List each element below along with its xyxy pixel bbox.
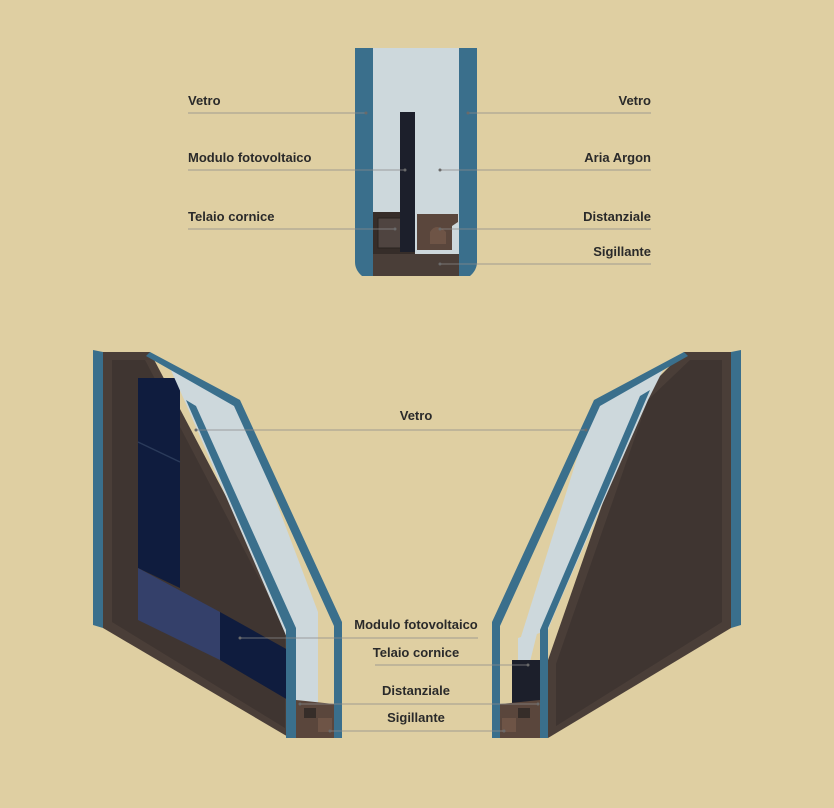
br-pv-module [512, 660, 540, 704]
bl-outer-glass-edge [93, 350, 103, 628]
br-glass-left [492, 352, 688, 738]
br-outer-glass-edge [731, 350, 741, 628]
bl-pv-module [138, 378, 180, 588]
label-distanziale-top: Distanziale [583, 209, 651, 224]
label-telaio-cornice-top: Telaio cornice [188, 209, 275, 224]
top-glass-left [355, 48, 373, 276]
label-telaio-cornice-bottom: Telaio cornice [372, 645, 460, 660]
label-distanziale-bottom: Distanziale [382, 683, 450, 698]
top-pv-module [400, 112, 415, 252]
bottom-leader-dots [194, 428, 588, 733]
bottom-left-window [93, 350, 342, 738]
top-sealant [373, 254, 459, 276]
top-leader-dots [364, 111, 470, 266]
label-sigillante-bottom: Sigillante [387, 710, 445, 725]
bl-glass-right [146, 352, 342, 738]
label-modulo-fotovoltaico-top: Modulo fotovoltaico [188, 150, 312, 165]
label-sigillante-top: Sigillante [593, 244, 651, 259]
bottom-right-window [492, 350, 741, 738]
label-vetro-right: Vetro [618, 93, 651, 108]
bl-air-gap [170, 368, 318, 710]
top-leader-lines [188, 112, 651, 265]
label-vetro-left: Vetro [188, 93, 221, 108]
bottom-leader-lines [196, 429, 586, 732]
label-modulo-fotovoltaico-bottom: Modulo fotovoltaico [354, 617, 478, 632]
top-section-diagram [188, 48, 651, 276]
top-glass-right [459, 48, 477, 276]
label-aria-argon: Aria Argon [584, 150, 651, 165]
label-vetro-bottom: Vetro [399, 408, 433, 423]
